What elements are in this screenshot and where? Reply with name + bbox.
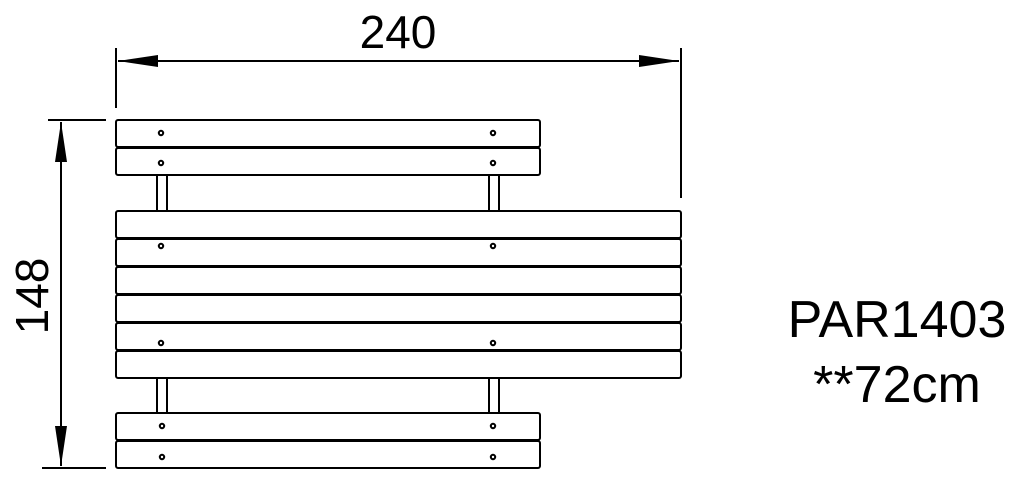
bolt-icon [489,339,497,347]
bolt-icon [157,159,165,167]
lower-bench [115,378,541,469]
product-code: PAR1403 [788,291,1007,349]
table-board-1 [115,210,682,239]
table-board-6 [115,350,682,379]
bolt-icon [157,339,165,347]
bolt-icon [157,242,165,250]
upper-bench [115,119,541,211]
upper-bench-board-2 [115,147,541,176]
table-board-5 [115,322,682,351]
bolt-icon [489,242,497,250]
depth-label: 148 [6,258,58,335]
table-board-2 [115,238,682,267]
width-dimension: 240 [115,6,682,198]
bolt-icon [158,453,166,461]
depth-dimension: 148 [6,119,106,469]
table-board-4 [115,294,682,323]
upper-bench-board-1 [115,119,541,148]
bolt-icon [489,422,497,430]
bolt-icon [158,422,166,430]
table-board-3 [115,266,682,295]
product-height-note: **72cm [813,356,981,414]
lower-bench-board-1 [115,412,541,441]
bolt-icon [489,453,497,461]
product-label: PAR1403 **72cm [788,291,1007,414]
lower-bench-board-2 [115,440,541,469]
bolt-icon [489,159,497,167]
width-label: 240 [360,6,437,58]
table-top [115,210,682,379]
bolt-icon [489,129,497,137]
bolt-icon [157,129,165,137]
